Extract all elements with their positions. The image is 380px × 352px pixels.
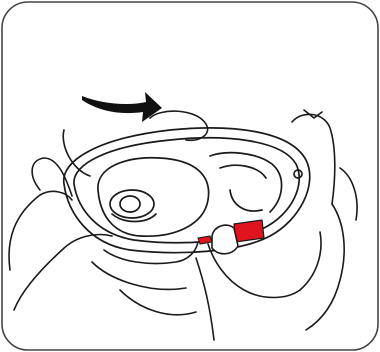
panel-frame <box>2 2 378 350</box>
thumb-front <box>212 225 238 254</box>
release-tab-small <box>198 236 212 244</box>
release-tab-main <box>234 220 264 242</box>
